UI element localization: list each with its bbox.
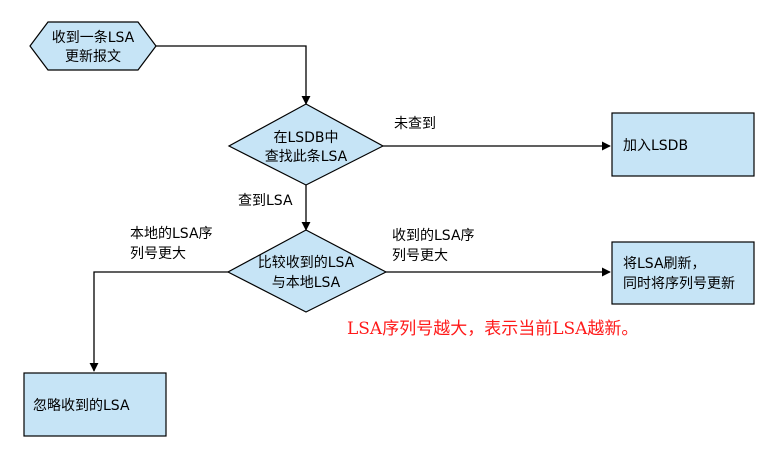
refresh-line-1: 将LSA刷新， (623, 256, 706, 272)
ignore-label: 忽略收到的LSA (33, 398, 130, 414)
start-line-1: 收到一条LSA (52, 29, 135, 46)
received-larger-line-1: 收到的LSA序 (392, 228, 475, 244)
refresh-node: 将LSA刷新， 同时将序列号更新 (611, 241, 755, 305)
note-text: LSA序列号越大，表示当前LSA越新。 (347, 319, 638, 339)
compare-line-1: 比较收到的LSA (258, 255, 355, 271)
refresh-line-2: 同时将序列号更新 (623, 276, 735, 292)
lookup-decision: 在LSDB中 查找此条LSA (227, 103, 385, 186)
not-found-label: 未查到 (394, 116, 436, 132)
local-larger-line-1: 本地的LSA序 (130, 226, 213, 242)
compare-line-2: 与本地LSA (272, 275, 341, 291)
compare-decision: 比较收到的LSA 与本地LSA (226, 229, 388, 313)
lookup-diamond (227, 103, 385, 186)
ignore-node: 忽略收到的LSA (23, 372, 167, 437)
lookup-line-1: 在LSDB中 (273, 130, 338, 146)
lookup-line-2: 查找此条LSA (265, 148, 348, 165)
received-larger-line-2: 列号更大 (392, 248, 448, 264)
ignore-box (23, 372, 167, 437)
compare-diamond (226, 229, 388, 313)
edge-compare-to-ignore (89, 271, 228, 372)
start-hexagon (29, 21, 157, 71)
connectors (89, 45, 611, 372)
add-node: 加入LSDB (611, 112, 755, 177)
edge-start-to-lookup (156, 45, 311, 105)
local-larger-line-2: 列号更大 (130, 246, 186, 262)
add-box (611, 112, 755, 177)
start-line-2: 更新报文 (65, 49, 121, 65)
found-label: 查到LSA (238, 193, 293, 209)
add-label: 加入LSDB (623, 138, 688, 154)
refresh-box (611, 241, 755, 305)
start-node: 收到一条LSA 更新报文 (29, 21, 157, 71)
